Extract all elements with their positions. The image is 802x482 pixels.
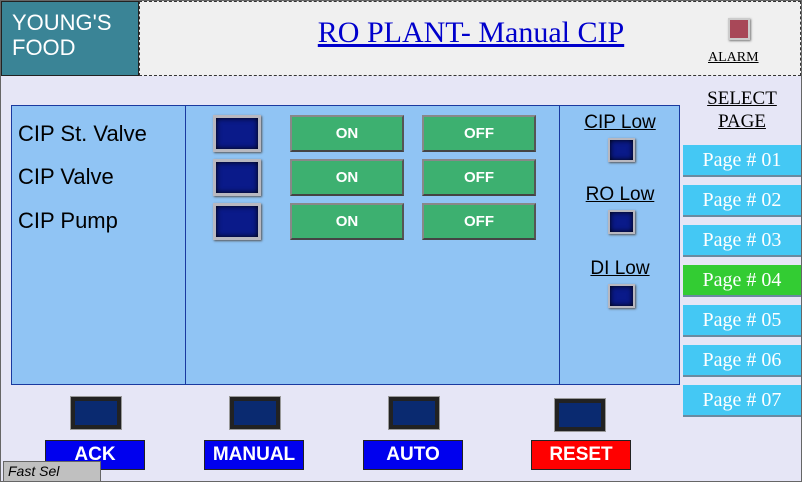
on-button[interactable]: ON [290,203,404,240]
select-page-title: SELECT PAGE [707,88,777,132]
level-label: CIP Low [584,112,656,133]
page-button-01[interactable]: Page # 01 [683,145,801,177]
reset-indicator [555,399,605,431]
divider [185,106,186,384]
control-panel: CIP St. Valve CIP Valve CIP Pump ON ON O… [11,105,680,385]
status-indicator [213,115,261,152]
level-indicator [608,210,635,234]
on-button[interactable]: ON [290,115,404,152]
manual-button[interactable]: MANUAL [204,440,304,470]
page-button-03[interactable]: Page # 03 [683,225,801,257]
auto-indicator [389,397,439,429]
level-indicator [608,138,635,162]
header-bar: RO PLANT- Manual CIP ALARM [139,1,801,76]
off-button[interactable]: OFF [422,203,536,240]
status-indicator [213,159,261,196]
level-indicator [608,284,635,308]
reset-button[interactable]: RESET [531,440,631,470]
auto-button[interactable]: AUTO [363,440,463,470]
ack-indicator [71,397,121,429]
page-button-07[interactable]: Page # 07 [683,385,801,417]
off-button[interactable]: OFF [422,115,536,152]
page-button-06[interactable]: Page # 06 [683,345,801,377]
device-label: CIP Pump [18,208,118,233]
fast-select-button[interactable]: Fast Sel [3,461,101,482]
off-button[interactable]: OFF [422,159,536,196]
device-label: CIP Valve [18,164,114,189]
page-button-05[interactable]: Page # 05 [683,305,801,337]
page-button-02[interactable]: Page # 02 [683,185,801,217]
status-indicator [213,203,261,240]
manual-indicator [230,397,280,429]
page-title: RO PLANT- Manual CIP [317,16,625,49]
alarm-label: ALARM [708,50,759,65]
on-button[interactable]: ON [290,159,404,196]
device-label: CIP St. Valve [18,121,147,146]
page-button-04[interactable]: Page # 04 [683,265,801,297]
level-label: RO Low [585,184,655,205]
divider [559,106,560,384]
alarm-indicator[interactable] [728,18,750,40]
level-label: DI Low [590,258,650,279]
